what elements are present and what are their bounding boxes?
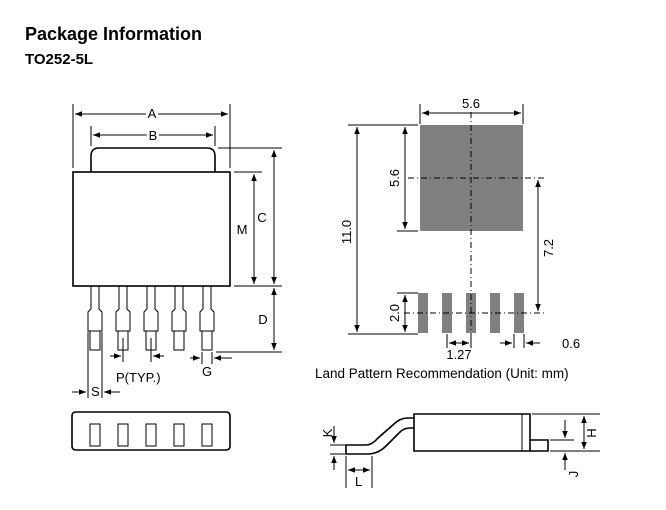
package-body: [72, 171, 231, 287]
dim-A-label: A: [148, 106, 157, 121]
dim-P-label: P(TYP.): [116, 370, 161, 385]
dim-L-label: L: [355, 474, 362, 489]
dim-D-label: D: [258, 312, 267, 327]
package-name: TO252-5L: [25, 51, 94, 68]
dim-M-label: M: [237, 222, 248, 237]
land-pattern: 5.6 5.6 11.0 2.0 7.2 1.27 0.6 Land Patte…: [315, 96, 580, 381]
dim-K-label: K: [320, 428, 335, 437]
side-view: K L H J: [320, 413, 600, 489]
dim-pad-width: 5.6: [462, 96, 480, 111]
dim-lead-width: 0.6: [562, 336, 580, 351]
dim-G-label: G: [202, 364, 212, 379]
dim-B-label: B: [149, 128, 158, 143]
top-view: A B M C D P(TYP.) G: [72, 103, 282, 399]
lead-pad-5: [514, 293, 524, 333]
package-tab: [90, 147, 216, 172]
end-view: [71, 411, 231, 451]
dim-lead-pitch: 1.27: [446, 347, 471, 362]
page-title: Package Information: [25, 24, 203, 44]
land-pattern-caption: Land Pattern Recommendation (Unit: mm): [315, 366, 569, 381]
dim-total-height: 11.0: [339, 220, 354, 244]
dim-H-label: H: [584, 428, 599, 437]
dim-J-label: J: [566, 471, 581, 478]
dim-C-label: C: [257, 210, 266, 225]
dim-lead-length: 2.0: [387, 304, 402, 322]
dim-S-label: S: [91, 384, 100, 399]
dim-center-offset: 7.2: [541, 239, 556, 257]
dim-pad-height: 5.6: [387, 169, 402, 187]
